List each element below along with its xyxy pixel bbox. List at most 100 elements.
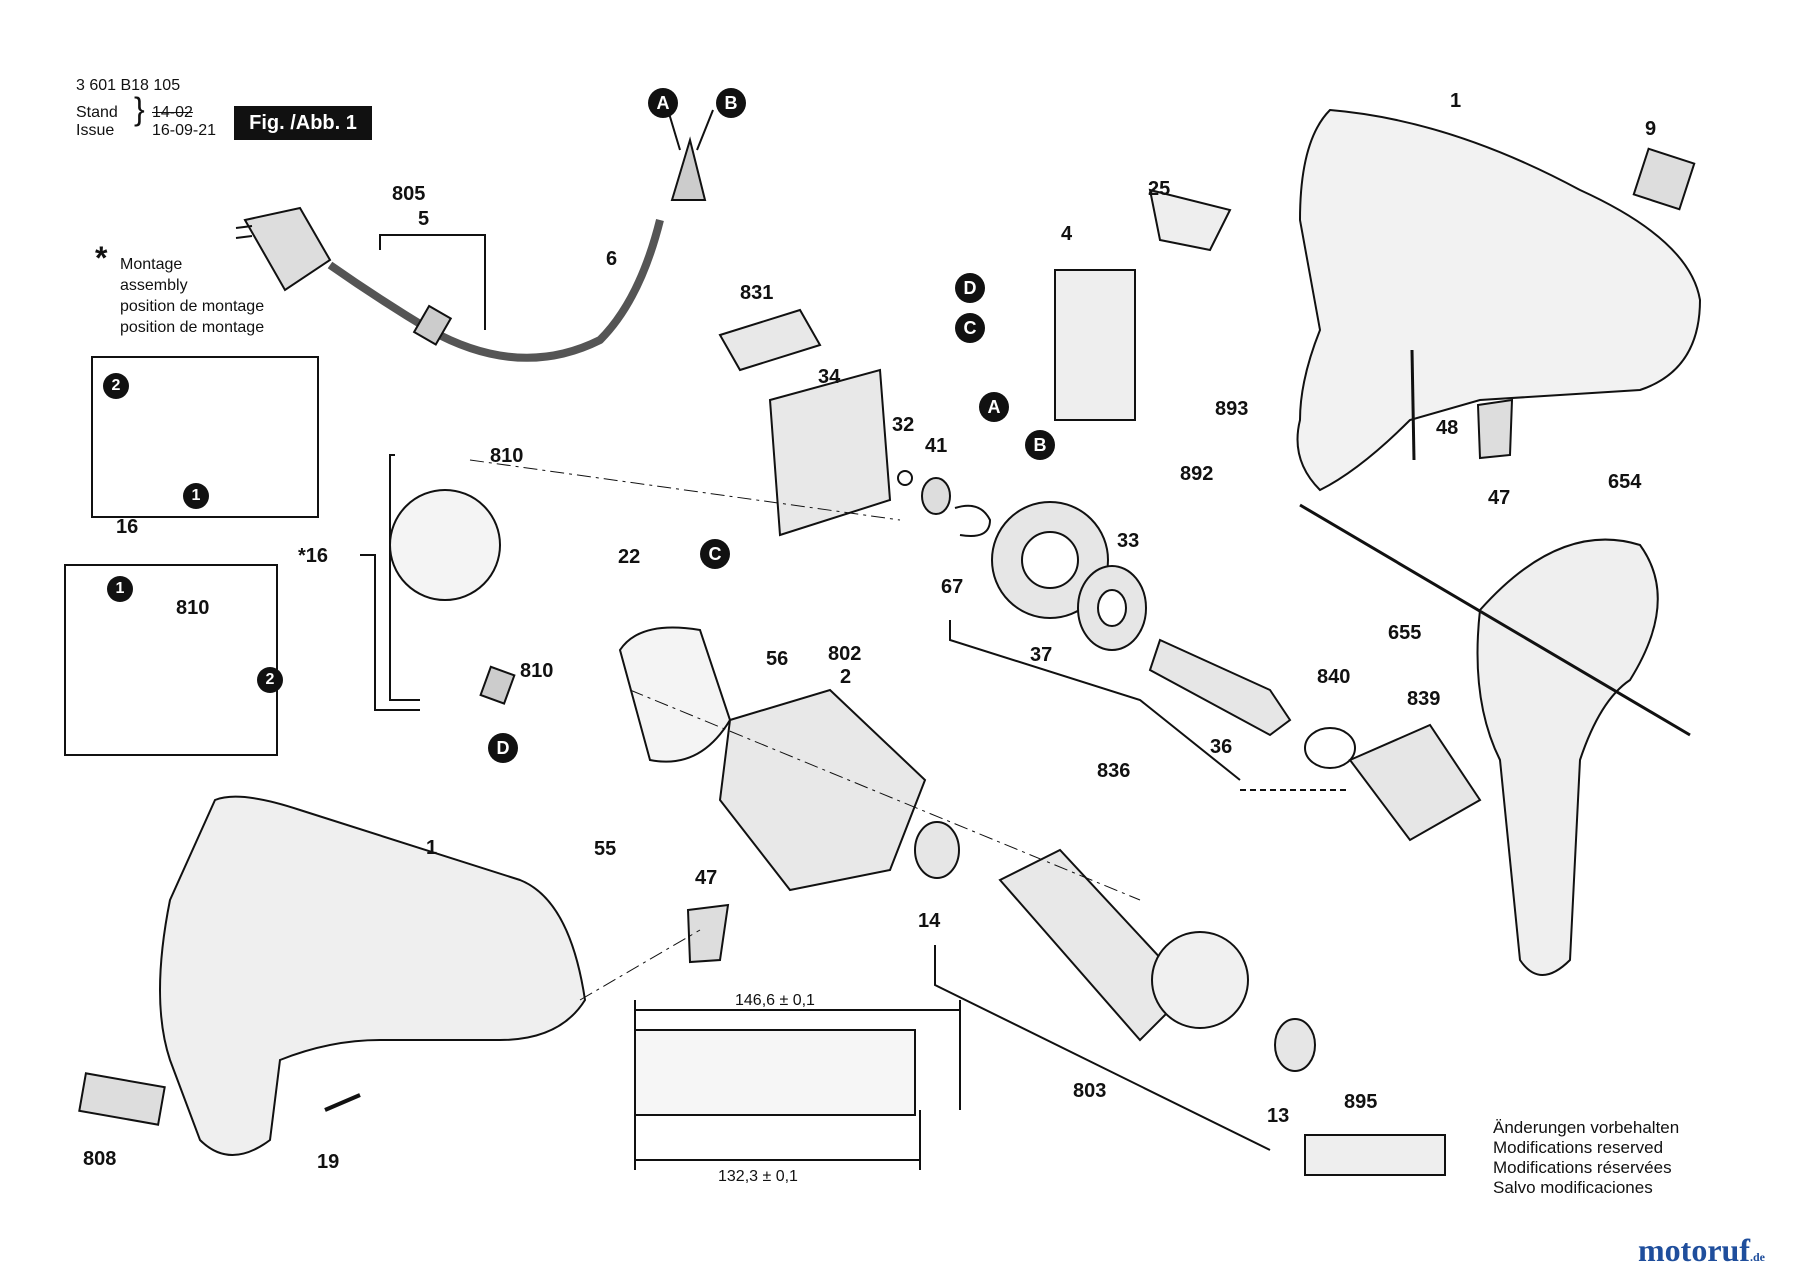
part-label-56: 56	[766, 648, 789, 670]
part-label-808: 808	[83, 1148, 117, 1170]
part-label-13: 13	[1267, 1105, 1290, 1127]
montage-line-3: position de montage	[120, 298, 265, 315]
strip-47a	[1476, 398, 1514, 460]
dimension-armature-length: 132,3 ± 0,1	[718, 1168, 798, 1185]
part-label-47-b: 47	[695, 867, 718, 889]
part-label-803: 803	[1073, 1080, 1107, 1102]
spindle-36	[1148, 638, 1292, 737]
modifications-de: Änderungen vorbehalten	[1493, 1118, 1680, 1137]
chuck-839	[1348, 723, 1482, 842]
part-number: 3 601 B18 105	[76, 77, 181, 94]
fan	[1151, 931, 1249, 1029]
washer-840	[1304, 727, 1356, 769]
part-label-840: 840	[1317, 666, 1351, 688]
part-label-19: 19	[317, 1151, 340, 1173]
power-cord	[327, 219, 664, 362]
step-1-press: 1	[107, 576, 133, 602]
spring-41	[921, 477, 951, 515]
nameplate-9	[1632, 147, 1696, 211]
callout-a-switch: A	[979, 392, 1009, 422]
callout-c-wire: C	[700, 539, 730, 569]
inset-brush-holder-box	[91, 356, 319, 518]
plate-34	[768, 368, 892, 537]
part-label-33: 33	[1117, 530, 1140, 552]
label-808	[78, 1072, 166, 1126]
stator-2	[718, 688, 927, 892]
bearing-14	[914, 821, 960, 879]
montage-star: *	[95, 240, 108, 276]
part-label-67: 67	[941, 576, 964, 598]
armature-dimension-drawing	[634, 1029, 916, 1116]
callout-a-cord: A	[648, 88, 678, 118]
grease-tube-895	[1304, 1134, 1446, 1176]
callout-b-switch: B	[1025, 430, 1055, 460]
part-label-47-a: 47	[1488, 487, 1511, 509]
montage-line-1: Montage	[120, 256, 183, 273]
step-2-lift: 2	[257, 667, 283, 693]
part-label-892: 892	[1180, 463, 1214, 485]
modifications-en: Modifications reserved	[1493, 1138, 1664, 1157]
part-label-802: 802	[828, 643, 862, 665]
step-2-rotate: 2	[103, 373, 129, 399]
switch-4	[1054, 269, 1136, 421]
depth-rod-655	[1299, 503, 1691, 737]
part-label-22: 22	[618, 546, 641, 568]
brace: }	[134, 91, 145, 127]
inset-brush-change-box	[64, 564, 278, 756]
part-label-55: 55	[594, 838, 617, 860]
ring-32	[897, 470, 913, 486]
part-label-6: 6	[606, 248, 618, 270]
figure-badge: Fig. /Abb. 1	[234, 106, 372, 140]
watermark-suffix: .de	[1749, 1250, 1765, 1264]
part-label-836: 836	[1097, 760, 1131, 782]
callout-c-switch: C	[955, 313, 985, 343]
plug-body	[243, 206, 332, 292]
part-label-810-b: 810	[176, 597, 210, 619]
part-label-9: 9	[1645, 118, 1657, 140]
part-label-655: 655	[1388, 622, 1422, 644]
part-label-16: 16	[116, 516, 139, 538]
screw-19	[324, 1093, 361, 1112]
clip-67	[954, 504, 992, 537]
part-label-654: 654	[1608, 471, 1642, 493]
part-label-2: 2	[840, 666, 852, 688]
watermark-logo: motoruf.de	[1638, 1232, 1765, 1269]
modifications-es: Salvo modificaciones	[1493, 1178, 1653, 1197]
housing-half-right	[1296, 108, 1702, 492]
brush-holder-16	[389, 489, 501, 601]
carbon-brush-810	[412, 304, 453, 346]
part-label-37: 37	[1030, 644, 1053, 666]
part-label-32: 32	[892, 414, 915, 436]
brush-plate	[618, 626, 732, 763]
modifications-fr: Modifications réservées	[1493, 1158, 1672, 1177]
modifications-notice: Änderungen vorbehalten Modifications res…	[1493, 1118, 1679, 1198]
part-label-810-c: 810	[520, 660, 554, 682]
stand-date: 14-02	[152, 104, 193, 121]
part-label-41: 41	[925, 435, 948, 457]
switch-lock-25	[1148, 188, 1232, 252]
issue-date: 16-09-21	[152, 122, 217, 139]
part-label-895: 895	[1344, 1091, 1378, 1113]
part-label-831: 831	[740, 282, 774, 304]
strip-47b	[686, 903, 730, 964]
cover-831	[718, 308, 822, 372]
part-label-34: 34	[818, 366, 841, 388]
part-label-839: 839	[1407, 688, 1441, 710]
stand-label: Stand	[76, 104, 118, 121]
part-label-5: 5	[418, 208, 430, 230]
part-label-36: 36	[1210, 736, 1233, 758]
cord-sleeve	[670, 136, 707, 201]
part-label-25: 25	[1148, 178, 1171, 200]
clip-48	[1410, 349, 1416, 461]
step-1-insert: 1	[183, 483, 209, 509]
carbon-brush-810b	[479, 665, 516, 705]
part-label-893: 893	[1215, 398, 1249, 420]
armature-803	[998, 848, 1192, 1042]
part-label-1-bottom: 1	[426, 837, 438, 859]
watermark-main: motoruf	[1638, 1232, 1750, 1268]
drill-housing-1	[159, 795, 587, 1156]
part-label-4: 4	[1061, 223, 1073, 245]
dimension-overall-length: 146,6 ± 0,1	[735, 992, 815, 1009]
